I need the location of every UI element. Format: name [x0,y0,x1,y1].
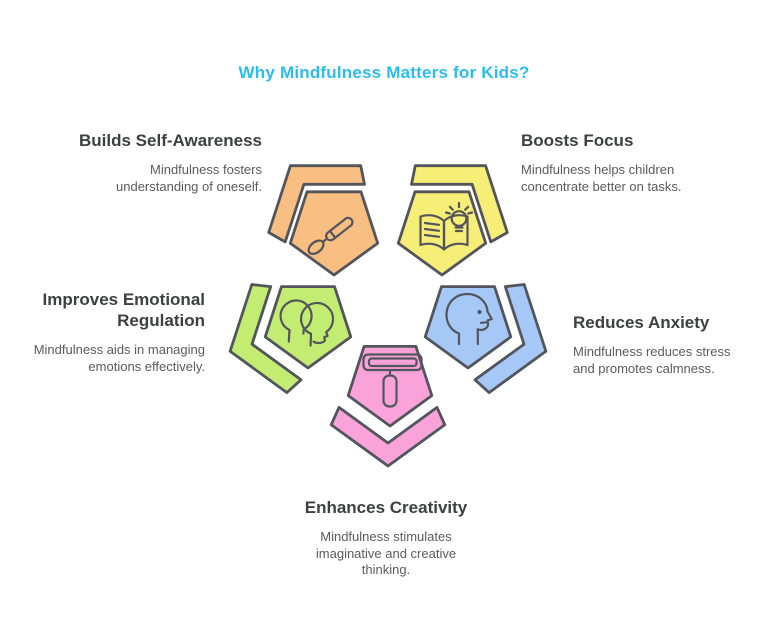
paint-roller-icon [362,353,423,408]
description-emotional-regulation: Mindfulness aids in managing emotions ef… [33,342,205,374]
text-block-creativity: Enhances Creativity Mindfulness stimulat… [266,497,506,579]
heading-emotional-regulation: Improves Emotional Regulation [42,290,205,330]
chevron-band-bottom [329,405,447,468]
heading-focus: Boosts Focus [521,131,634,150]
open-book-lightbulb-icon [419,201,474,251]
text-block-focus: Boosts Focus Mindfulness helps children … [521,130,751,195]
head-profile-icon [445,292,493,346]
pentagon-focus [396,190,488,277]
paintbrush-icon [307,216,354,255]
overlapping-heads-icon [279,299,335,347]
chevron-band-top-left [267,164,366,244]
description-focus: Mindfulness helps children concentrate b… [521,162,682,194]
chevron-band-top-right [410,164,509,244]
cluster-focus [396,164,509,277]
text-block-self-awareness: Builds Self-Awareness Mindfulness foster… [12,130,262,195]
text-block-anxiety: Reduces Anxiety Mindfulness reduces stre… [573,312,768,377]
cluster-self-awareness [267,164,380,277]
chevron-band-left [228,283,303,395]
heading-self-awareness: Builds Self-Awareness [79,131,262,150]
text-block-emotional-regulation: Improves Emotional Regulation Mindfulnes… [0,289,205,375]
pentagon-anxiety [423,285,513,370]
cluster-creativity [329,344,447,468]
heading-creativity: Enhances Creativity [304,498,468,517]
page-title: Why Mindfulness Matters for Kids? [238,63,530,82]
chevron-band-right [473,283,548,395]
description-anxiety: Mindfulness reduces stress and promotes … [573,344,731,376]
heading-anxiety: Reduces Anxiety [573,313,710,332]
pentagon-self-awareness [288,190,380,277]
cluster-anxiety [423,283,548,395]
description-self-awareness: Mindfulness fosters understanding of one… [116,162,262,194]
description-creativity: Mindfulness stimulates imaginative and c… [315,529,457,577]
cluster-emotional-regulation [228,283,353,395]
